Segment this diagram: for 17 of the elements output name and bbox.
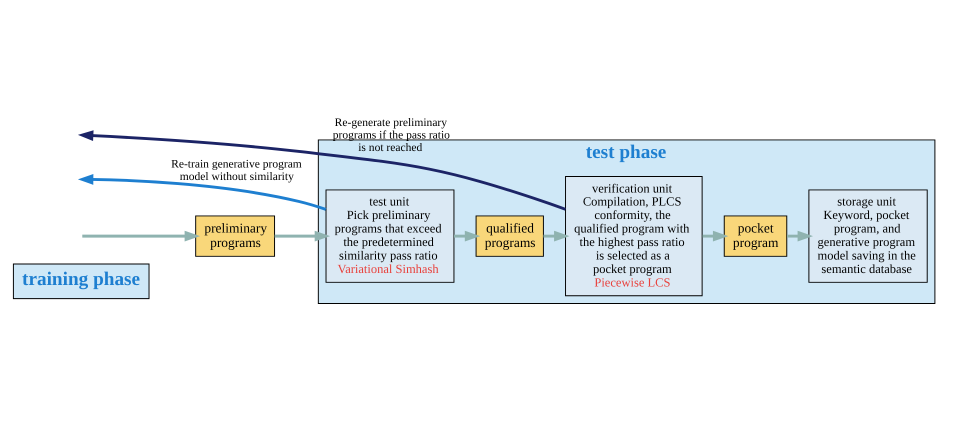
arrow xyxy=(78,130,566,211)
arrow xyxy=(274,230,330,242)
arrow xyxy=(454,230,480,242)
arrow xyxy=(543,230,570,242)
arrow xyxy=(78,174,326,211)
node-box: storage unit Keyword, pocket program, and generative program model saving in the semantic database xyxy=(808,189,928,283)
node-box: training phase xyxy=(12,264,150,300)
node-box: test unit Pick preliminary programs that exceed the predetermined similarity pass ratio Variational Simhash xyxy=(326,189,454,283)
node-box: pocket program xyxy=(724,215,788,257)
arrow xyxy=(787,230,814,242)
edge-label: Re-generate preliminary programs if the pass ratio is not reached xyxy=(332,117,450,154)
node-box: verification unit Compilation, PLCS conformity, the qualified program with the highest pass ratio is selected as a pocket program Piecewise LCS xyxy=(565,176,703,296)
arrow xyxy=(82,230,200,242)
node-box: preliminary programs xyxy=(195,215,276,257)
node-box: qualified programs xyxy=(476,215,544,257)
arrow xyxy=(702,230,728,242)
edge-label: Re-train generative program model without similarity xyxy=(171,158,302,183)
